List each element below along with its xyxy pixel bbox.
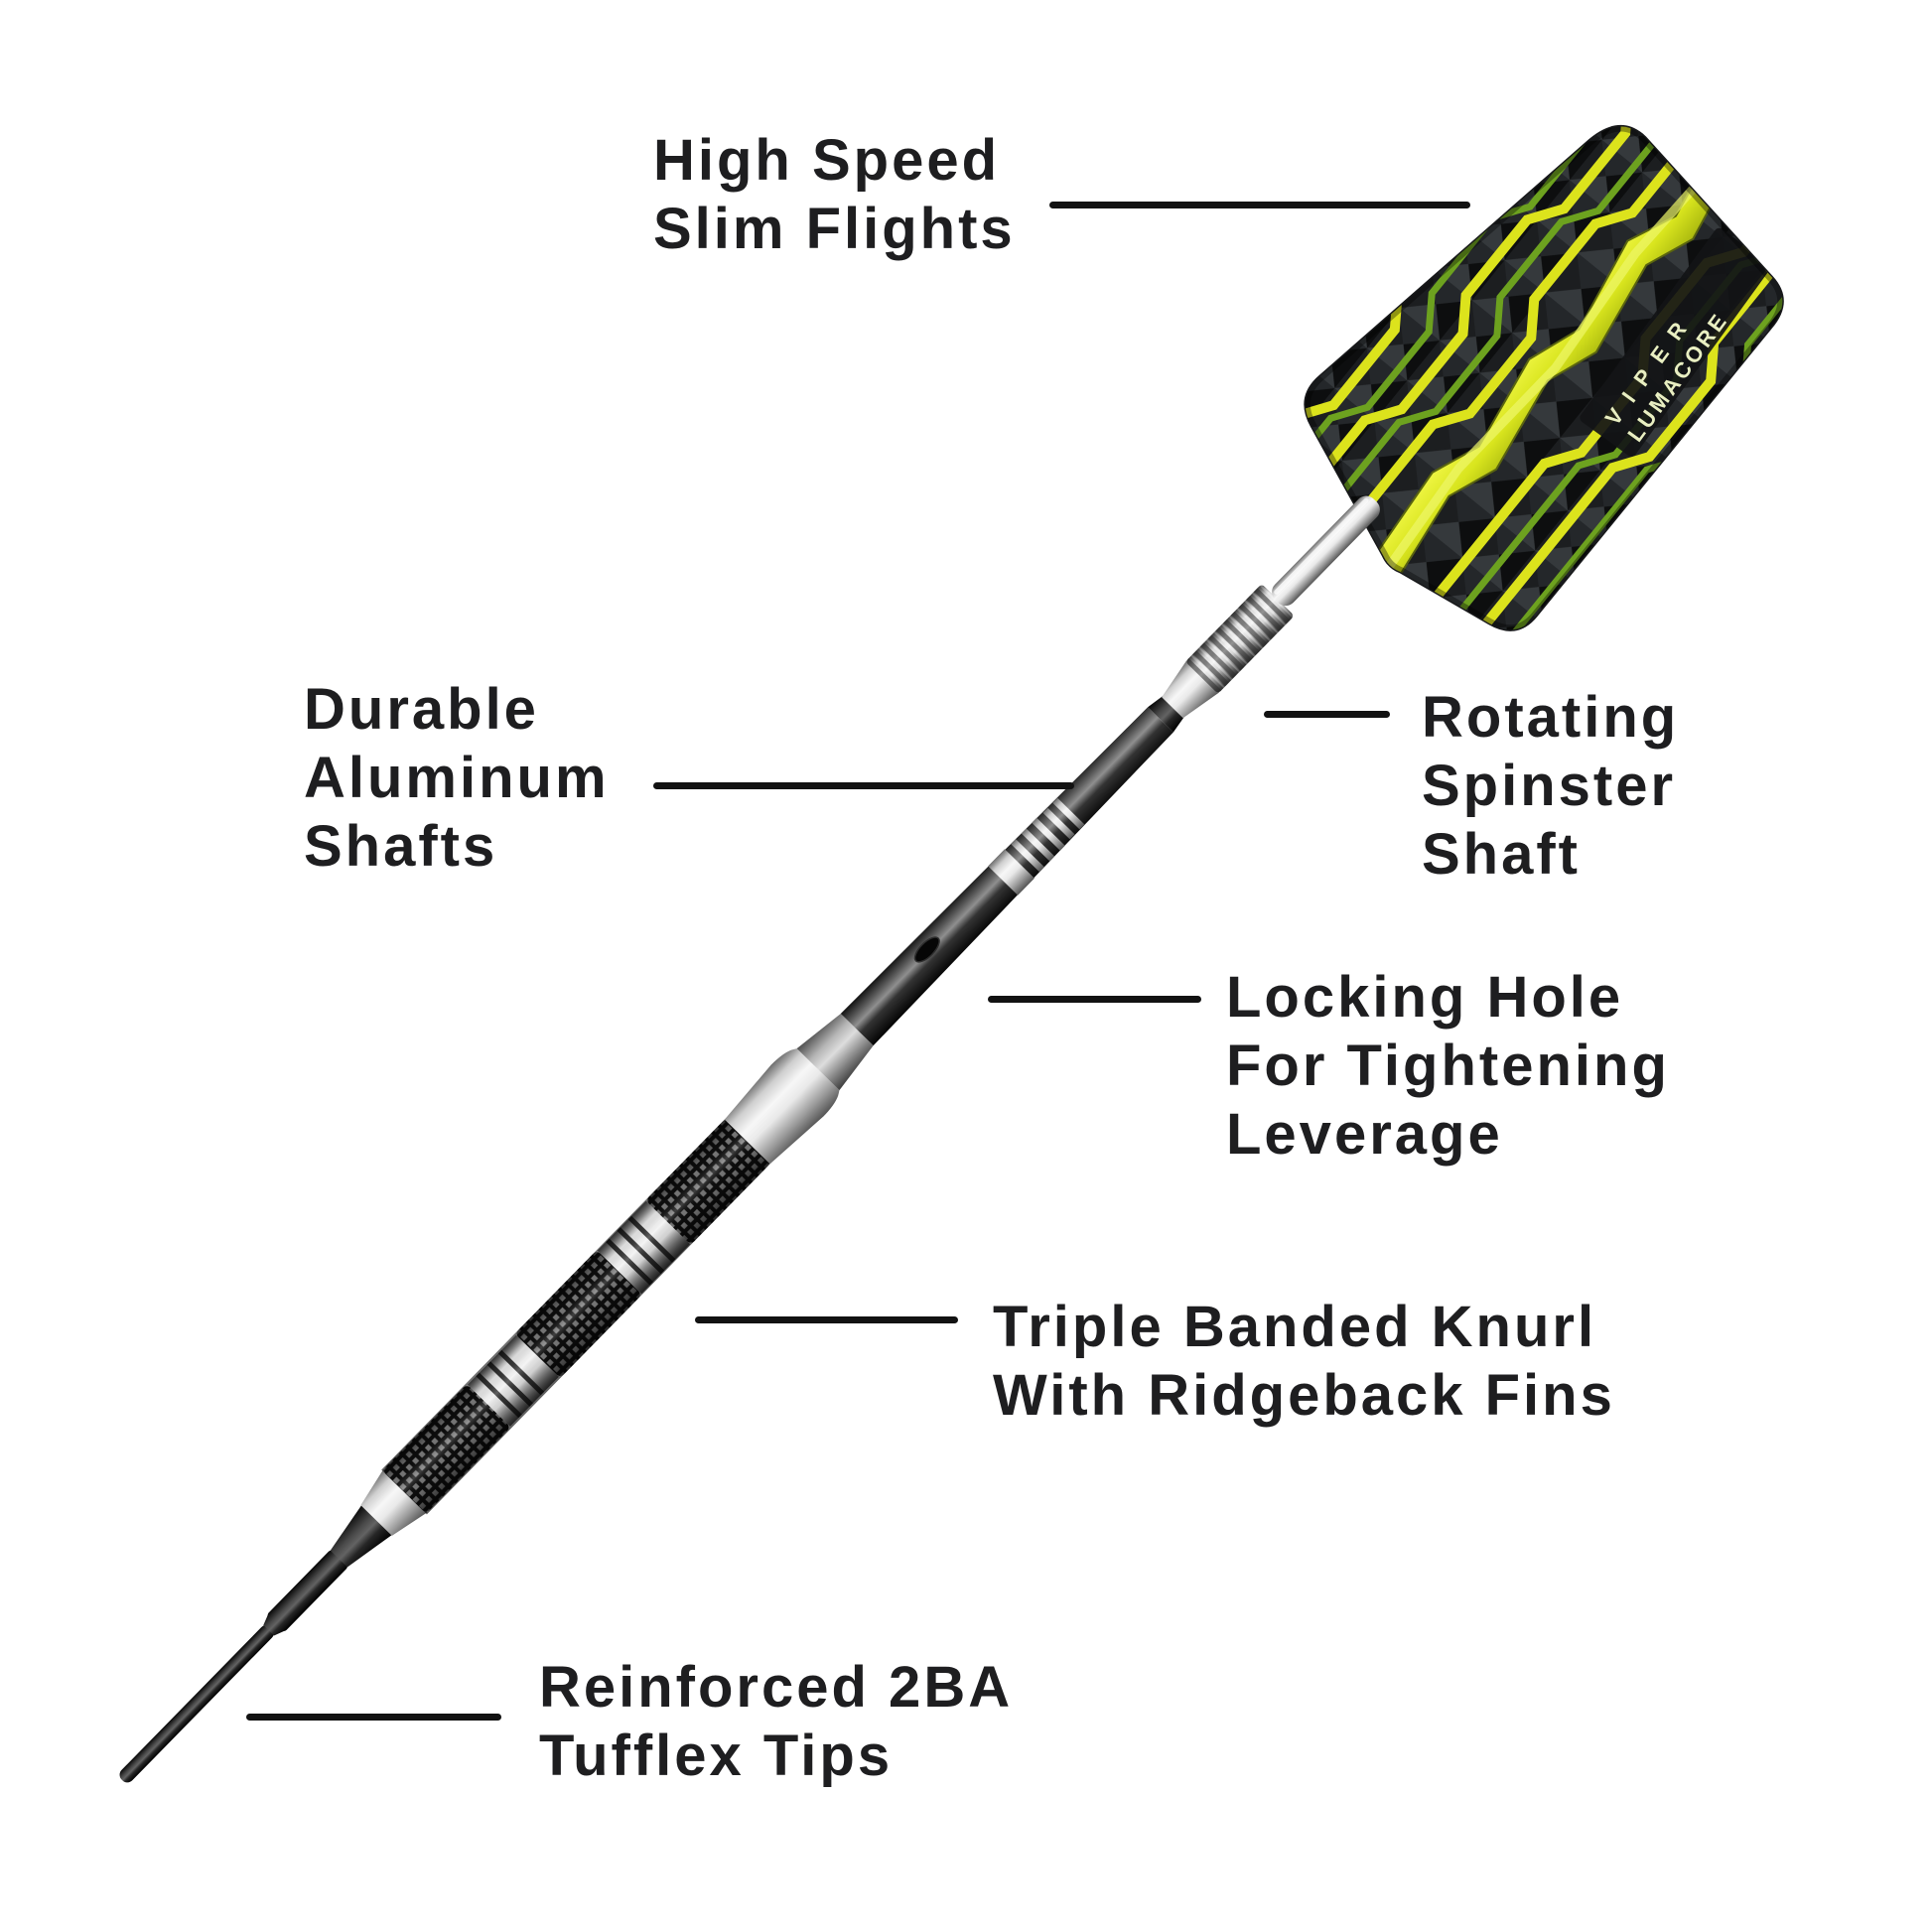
dart-spinster-cone xyxy=(1162,660,1220,719)
dart-shaft-tip-cone xyxy=(1148,695,1185,733)
dart-front-collar xyxy=(360,1468,428,1536)
callout-line-flights xyxy=(1049,202,1470,208)
dart-barrel-flare xyxy=(724,1048,840,1165)
callout-line-spinster xyxy=(1264,711,1390,718)
dart-spinster-threads xyxy=(1186,585,1294,693)
callout-line-locking xyxy=(988,996,1201,1003)
dart-spinster-rod xyxy=(1272,495,1380,607)
callout-line-knurl xyxy=(695,1316,958,1323)
label-triple-banded-knurl: Triple Banded Knurl With Ridgeback Fins xyxy=(993,1295,1615,1428)
dart-barrel-shading xyxy=(381,1118,771,1515)
dart-barrel-neck xyxy=(796,1013,874,1091)
label-locking-hole: Locking Hole For Tightening Leverage xyxy=(1226,965,1670,1167)
flight-edge-shadow xyxy=(1300,121,1788,635)
dart-tip-base xyxy=(267,1550,347,1631)
label-durable-aluminum-shafts: Durable Aluminum Shafts xyxy=(304,677,610,879)
callout-line-tips xyxy=(246,1714,501,1721)
dart-body xyxy=(119,495,1380,1783)
flight: VIPER LUMACORE xyxy=(1254,72,1815,658)
callout-line-shafts xyxy=(653,782,1074,789)
flight-pattern: VIPER LUMACORE xyxy=(1254,72,1815,658)
label-high-speed-slim-flights: High Speed Slim Flights xyxy=(653,128,1016,261)
dart-shaft-rings xyxy=(988,797,1085,896)
label-rotating-spinster-shaft: Rotating Spinster Shaft xyxy=(1422,685,1680,887)
flight-center-highlight xyxy=(1383,158,1722,572)
dart-soft-tip xyxy=(119,1625,274,1783)
label-reinforced-tips: Reinforced 2BA Tufflex Tips xyxy=(539,1655,1014,1788)
flight-brand-patch xyxy=(1580,227,1771,457)
dart-locking-hole xyxy=(913,936,940,963)
